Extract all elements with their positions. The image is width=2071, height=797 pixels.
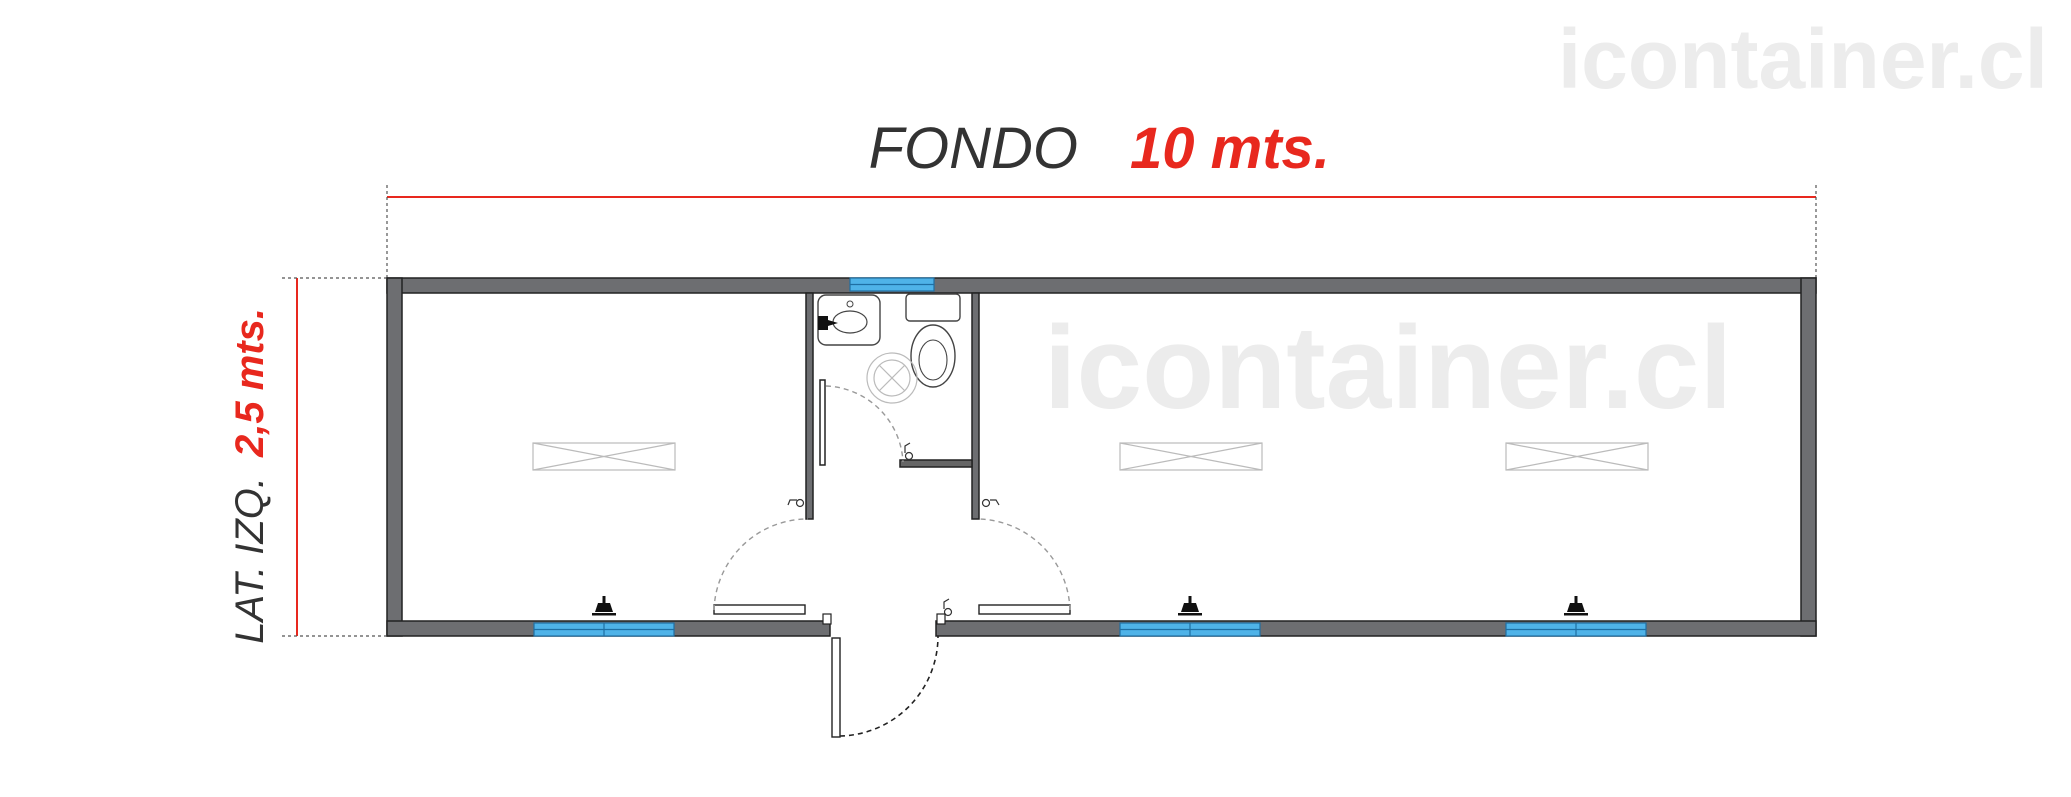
wall-top [386,277,1817,294]
windows [533,277,1647,637]
partition-panel [819,379,826,466]
lamp-icon [592,596,616,616]
width-dimension: FONDO 10 mts. [386,116,1817,278]
toilet-icon [905,293,961,388]
door-handle-icon [787,498,805,508]
lamp-icon [1564,596,1588,616]
door-right [978,604,1071,615]
wall-lamps [592,596,1588,616]
bathroom-wall-left [805,292,814,520]
door-swing-arc [839,635,939,737]
window-bottom-3 [1505,622,1647,637]
ceiling-light-icon [532,442,676,471]
doors [713,385,1071,738]
watermark-top-right: icontainer.cl [1558,12,2048,106]
width-dimension-value: 10 mts. [1130,116,1330,181]
door-handle-icon [904,442,914,461]
door-handle-icon [981,498,1000,508]
watermark-center: icontainer.cl [1044,302,1733,434]
bathroom-fixtures [817,293,961,404]
height-dimension-value: 2,5 mts. [228,308,272,458]
window-bottom-2 [1119,622,1261,637]
door-swing-arc [825,385,904,463]
wall-right [1800,277,1817,637]
toilet-partition [899,459,973,468]
wall-left [386,277,403,637]
door-handle-icon [943,598,953,617]
door-left [713,604,806,615]
sink-icon [817,294,881,346]
exterior-walls [386,277,1817,637]
door-swing-arc [713,518,809,611]
height-dimension-label: LAT. IZQ. [228,477,272,644]
bathroom-walls [805,292,980,520]
floor-drain-icon [866,352,918,404]
width-dimension-label: FONDO [869,116,1078,181]
ceiling-lights [532,442,1649,471]
window-bottom-1 [533,622,675,637]
window-top [849,277,935,292]
door-swing-arc [978,518,1071,611]
ceiling-light-icon [1505,442,1649,471]
height-dimension: LAT. IZQ. 2,5 mts. [228,277,386,644]
bathroom-wall-right [971,292,980,520]
ceiling-light-icon [1119,442,1263,471]
entry-door [831,637,841,738]
wall-bottom-right [935,620,1817,637]
lamp-icon [1178,596,1202,616]
